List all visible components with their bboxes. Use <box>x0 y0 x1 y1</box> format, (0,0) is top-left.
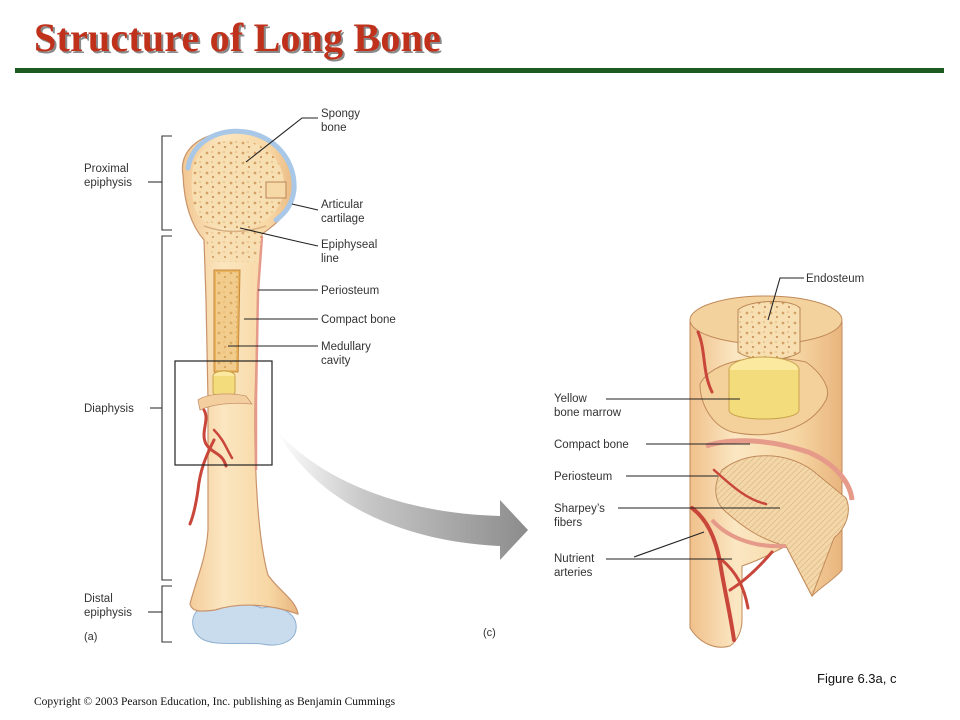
slide-title: Structure of Long Bone <box>34 15 441 60</box>
panel-c-marker: (c) <box>483 627 496 639</box>
label-medullary-cavity: Medullary cavity <box>321 341 374 367</box>
head-cut-notch <box>265 181 287 199</box>
sharpeys-fibers-region <box>715 455 849 598</box>
panel-c-labels: Endosteum Yellow bone marrow Compact bon… <box>483 273 864 639</box>
medullary-fill-texture <box>216 272 238 370</box>
label-endosteum: Endosteum <box>806 273 864 285</box>
label-sharpeys-fibers: Sharpey’s fibers <box>554 503 608 529</box>
nutrient-artery-c3 <box>728 550 774 592</box>
label-diaphysis: Diaphysis <box>84 403 134 415</box>
leader-spongy-bone <box>245 117 318 163</box>
shaft-cut-wedge <box>197 393 253 411</box>
figure-caption: Figure 6.3a, c <box>817 671 897 686</box>
bracket-proximal-epiphysis <box>161 135 172 231</box>
epiphyseal-line-mark <box>203 225 267 233</box>
panel-a-marker: (a) <box>84 631 97 643</box>
label-articular-cartilage: Articular cartilage <box>321 199 366 225</box>
label-periosteum-c: Periosteum <box>554 471 612 483</box>
label-distal-epiphysis: Distal epiphysis <box>84 593 132 619</box>
leader-epiphyseal-line <box>239 227 319 247</box>
nutrient-artery-a3 <box>188 438 216 526</box>
label-yellow-bone-marrow: Yellow bone marrow <box>554 393 622 419</box>
label-periosteum-a: Periosteum <box>321 285 379 297</box>
label-compact-bone-c: Compact bone <box>554 439 629 451</box>
label-compact-bone-a: Compact bone <box>321 314 396 326</box>
panel-a-labels: Spongy bone Articular cartilage Epiphyse… <box>321 108 396 367</box>
bone-section-panel-c <box>689 295 855 648</box>
periosteum-edge-c <box>705 438 855 501</box>
marrow-cylinder-body <box>728 370 800 420</box>
nutrient-artery-c1 <box>690 506 736 642</box>
region-brackets <box>148 135 172 643</box>
spongy-neck <box>204 232 262 262</box>
label-nutrient-arteries: Nutrient arteries <box>554 553 597 579</box>
endosteum-region <box>737 300 801 360</box>
bracket-diaphysis <box>161 235 172 581</box>
leader-articular-cartilage <box>291 203 319 211</box>
title-divider <box>15 68 944 73</box>
panel-a-leaders <box>228 117 319 347</box>
leader-nutrient-arteries-2 <box>633 531 705 558</box>
region-labels: Proximal epiphysis Diaphysis Distal epip… <box>84 163 134 643</box>
label-epiphyseal-line: Epiphyseal line <box>321 239 380 265</box>
long-bone-panel-a <box>174 128 299 646</box>
leader-endosteum <box>767 277 804 321</box>
nutrient-artery-a1 <box>202 408 228 468</box>
nutrient-artery-c5 <box>712 468 768 506</box>
copyright-notice: Copyright © 2003 Pearson Education, Inc.… <box>34 696 396 708</box>
nutrient-artery-c4 <box>696 330 714 394</box>
proximal-articular-cartilage <box>185 128 297 223</box>
label-proximal-epiphysis: Proximal epiphysis <box>84 163 132 189</box>
periosteum-edge-c2 <box>710 518 787 549</box>
nutrient-artery-c2 <box>720 558 750 610</box>
bracket-distal-epiphysis <box>161 585 172 643</box>
zoom-box <box>174 360 273 466</box>
marrow-plug-body <box>212 376 236 397</box>
label-spongy-bone: Spongy bone <box>321 108 363 134</box>
nutrient-artery-a2 <box>212 428 234 460</box>
spongy-bone-head <box>191 139 285 230</box>
panel-c-leaders <box>606 277 804 560</box>
zoom-arrow <box>276 430 528 560</box>
